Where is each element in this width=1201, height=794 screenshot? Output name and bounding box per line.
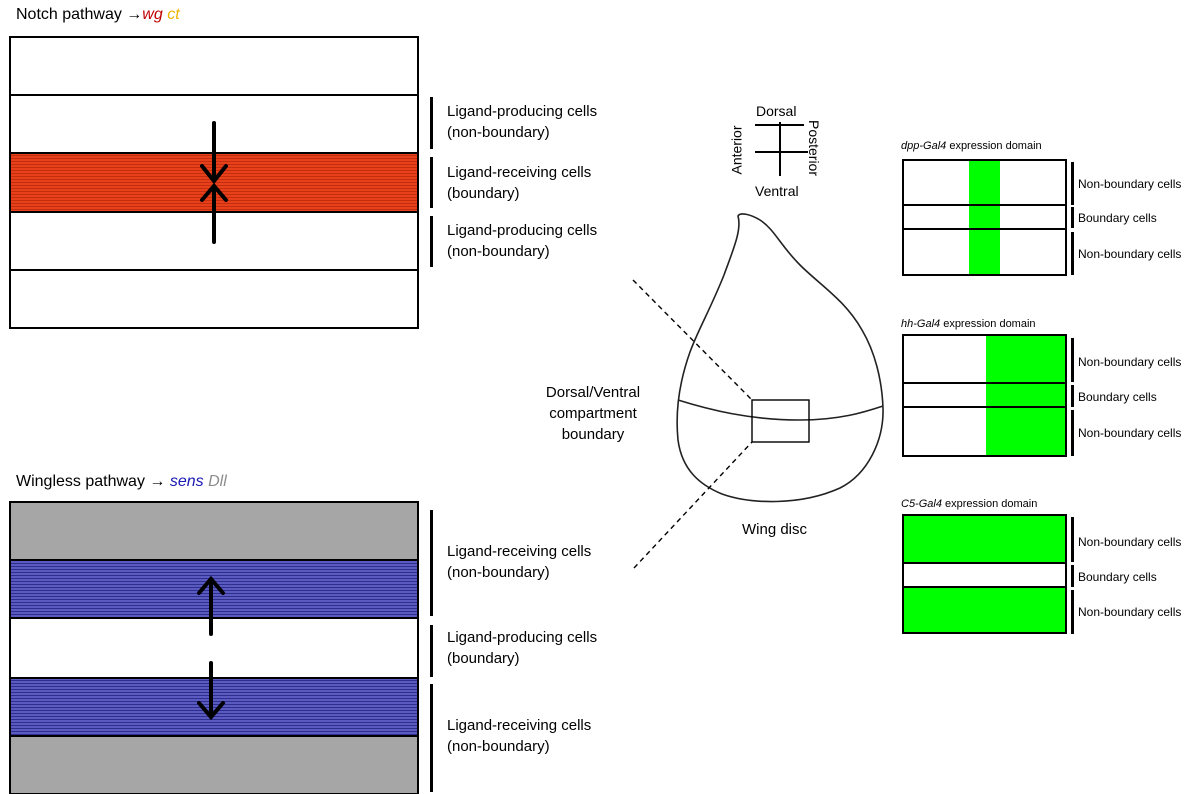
hh-driver: hh-Gal4: [901, 318, 941, 330]
dv-boundary-line: [677, 399, 884, 421]
notch-bracket-3: [430, 216, 433, 267]
dpp-domain-diagram: [902, 159, 1067, 276]
dpp-domain-title: dpp-Gal4 expression domain: [901, 140, 1042, 152]
hh-bracket-2: [1071, 385, 1074, 407]
notch-label-2-line1: Ligand-receiving cells: [447, 164, 592, 181]
compass-ventral: Ventral: [755, 183, 799, 199]
dv-boundary-label-line2: compartment: [549, 405, 637, 422]
c5-bracket-3: [1071, 590, 1074, 634]
dpp-green-stripe: [969, 160, 1000, 275]
wingless-bracket-1: [430, 510, 433, 616]
dv-boundary-label-line1: Dorsal/Ventral: [545, 384, 641, 401]
dpp-suffix: expression domain: [946, 140, 1042, 152]
hh-bracket-1: [1071, 338, 1074, 382]
c5-driver: C5-Gal4: [901, 498, 942, 510]
hh-row-label-2: Boundary cells: [1078, 390, 1157, 404]
c5-domain-diagram: [902, 514, 1067, 634]
dpp-bracket-1: [1071, 162, 1074, 205]
wingless-label-3-line2: (non-boundary): [447, 738, 550, 755]
notch-label-3: Ligand-producing cells (non-boundary): [447, 220, 597, 262]
hh-row-label-1: Non-boundary cells: [1078, 355, 1182, 369]
wingless-band-bottom: [9, 735, 419, 794]
hh-green-posterior: [986, 335, 1066, 456]
c5-row-label-2: Boundary cells: [1078, 570, 1157, 584]
wingless-label-2-line2: (boundary): [447, 650, 520, 667]
wingless-arrow-down: [197, 661, 225, 721]
compass-cross: [755, 122, 808, 176]
hh-bracket-3: [1071, 410, 1074, 456]
wingless-bracket-2: [430, 625, 433, 677]
wingless-band-lower: [9, 677, 419, 737]
notch-label-1-line2: (non-boundary): [447, 124, 550, 141]
wing-disc-label: Wing disc: [742, 521, 808, 538]
notch-diagram: [9, 36, 419, 329]
compass-dorsal: Dorsal: [756, 103, 797, 119]
notch-band-bottom: [9, 269, 419, 329]
c5-domain-title: C5-Gal4 expression domain: [901, 498, 1037, 510]
c5-row-label-1: Non-boundary cells: [1078, 535, 1182, 549]
compass-posterior: Posterior: [806, 119, 823, 177]
c5-suffix: expression domain: [941, 498, 1038, 510]
notch-title: Notch pathway →wg ct: [16, 6, 180, 24]
notch-label-3-line2: (non-boundary): [447, 243, 550, 260]
wingless-title-text: Wingless pathway →: [16, 473, 166, 490]
zoom-box: [751, 399, 810, 443]
wingless-diagram: [9, 501, 419, 794]
dpp-row-label-1: Non-boundary cells: [1078, 177, 1182, 191]
notch-title-text: Notch pathway →: [16, 6, 143, 23]
notch-bracket-1: [430, 97, 433, 149]
wingless-band-boundary: [9, 617, 419, 679]
dpp-row-3: [902, 228, 1067, 276]
notch-label-1-line1: Ligand-producing cells: [447, 103, 598, 120]
notch-gene-wg: wg: [142, 6, 163, 23]
dpp-bracket-3: [1071, 232, 1074, 275]
wingless-band-top: [9, 501, 419, 561]
notch-band-top: [9, 36, 419, 96]
notch-label-1: Ligand-producing cells (non-boundary): [447, 101, 597, 143]
c5-bracket-1: [1071, 517, 1074, 562]
dpp-driver: dpp-Gal4: [901, 140, 947, 152]
wingless-label-3: Ligand-receiving cells (non-boundary): [447, 715, 591, 757]
notch-gene-ct: ct: [167, 6, 180, 23]
wingless-label-1-line1: Ligand-receiving cells: [447, 543, 592, 560]
c5-row-3: [902, 586, 1067, 634]
wingless-band-upper: [9, 559, 419, 619]
notch-label-2-line2: (boundary): [447, 185, 520, 202]
wingless-label-1-line2: (non-boundary): [447, 564, 550, 581]
dv-boundary-label-line3: boundary: [561, 426, 625, 443]
wingless-label-3-line1: Ligand-receiving cells: [447, 717, 592, 734]
hh-suffix: expression domain: [940, 318, 1036, 330]
c5-row-2: [902, 562, 1067, 588]
wingless-label-2: Ligand-producing cells (boundary): [447, 627, 597, 669]
dv-boundary-label: Dorsal/Ventral compartment boundary: [538, 382, 648, 445]
dpp-bracket-2: [1071, 207, 1074, 228]
c5-row-1: [902, 514, 1067, 564]
wingless-gene-sens: sens: [169, 473, 204, 490]
wingless-label-1: Ligand-receiving cells (non-boundary): [447, 541, 591, 583]
zoom-callout-bottom: [633, 441, 753, 569]
hh-domain-diagram: [902, 334, 1067, 457]
wingless-title: Wingless pathway → sens Dll: [16, 473, 227, 491]
notch-bracket-2: [430, 157, 433, 208]
notch-label-2: Ligand-receiving cells (boundary): [447, 162, 591, 204]
wingless-bracket-3: [430, 684, 433, 792]
hh-row-3: [902, 406, 1067, 457]
hh-domain-title: hh-Gal4 expression domain: [901, 318, 1036, 330]
notch-arrow-down: [200, 121, 228, 185]
wingless-gene-dll: Dll: [208, 473, 227, 490]
wing-disc-outline: [676, 213, 884, 503]
c5-bracket-2: [1071, 565, 1074, 587]
notch-arrow-up: [200, 182, 228, 244]
dpp-row-label-2: Boundary cells: [1078, 211, 1157, 225]
zoom-callout-top: [632, 279, 753, 401]
compass-anterior: Anterior: [728, 125, 745, 175]
hh-row-label-3: Non-boundary cells: [1078, 426, 1182, 440]
wingless-arrow-up: [197, 575, 225, 636]
c5-row-label-3: Non-boundary cells: [1078, 605, 1182, 619]
wingless-label-2-line1: Ligand-producing cells: [447, 629, 598, 646]
dpp-row-label-3: Non-boundary cells: [1078, 247, 1182, 261]
notch-label-3-line1: Ligand-producing cells: [447, 222, 598, 239]
wing-disc-diagram: [632, 122, 884, 569]
